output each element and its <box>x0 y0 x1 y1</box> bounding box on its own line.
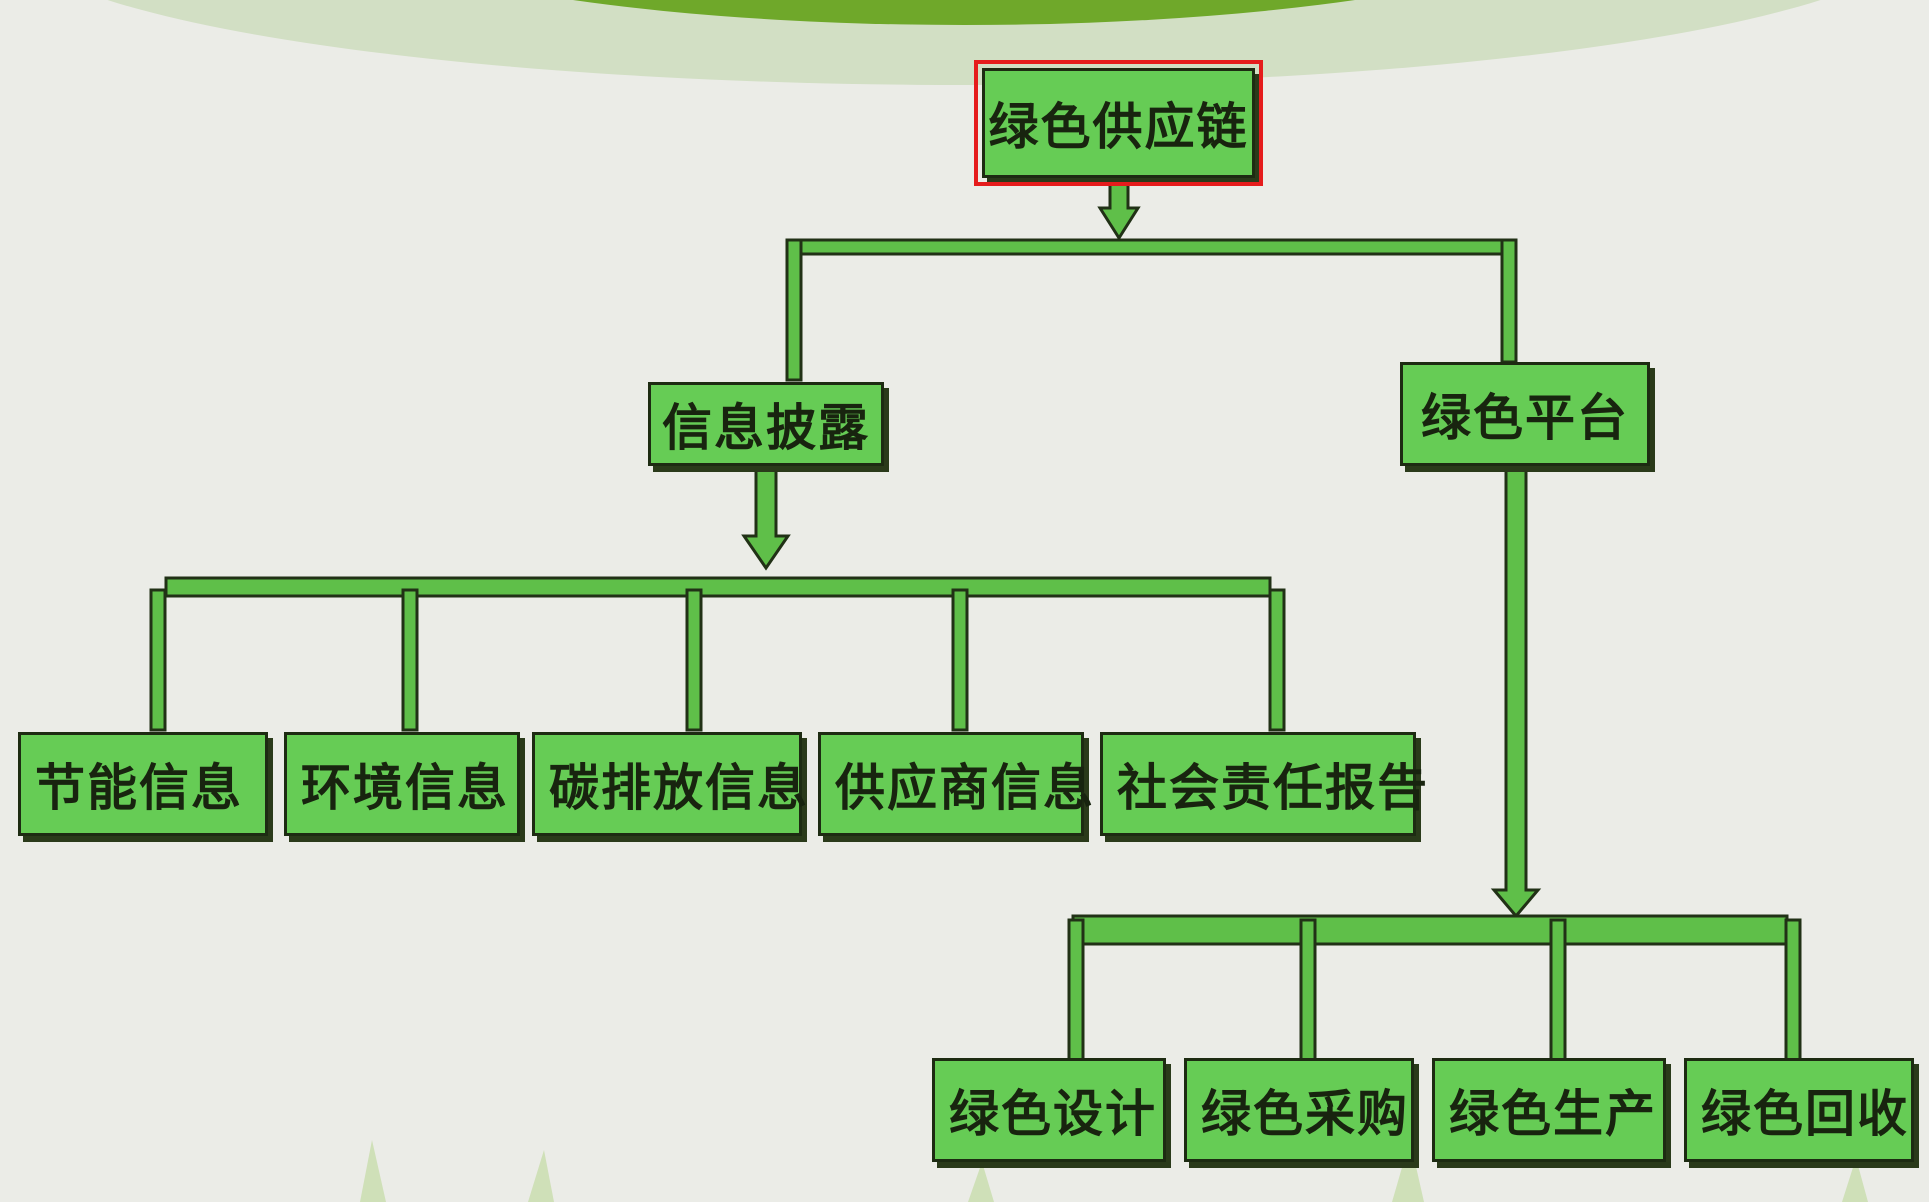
drop-leaf <box>1549 918 1567 1062</box>
root-down-arrow-icon <box>1097 178 1141 241</box>
banner-edge <box>573 0 1355 25</box>
drop-leaf <box>149 588 167 732</box>
node-energy-saving-info[interactable]: 节能信息 <box>18 732 268 836</box>
node-green-recycling[interactable]: 绿色回收 <box>1684 1058 1914 1162</box>
drop-leaf <box>951 588 969 732</box>
branch-2-bus <box>1071 914 1789 946</box>
grass-blade <box>1842 1158 1868 1202</box>
drop-leaf <box>1299 918 1317 1062</box>
node-carbon-emission-info[interactable]: 碳排放信息 <box>532 732 807 836</box>
node-csr-report[interactable]: 社会责任报告 <box>1100 732 1427 836</box>
node-green-platform[interactable]: 绿色平台 <box>1400 362 1650 466</box>
drop-leaf <box>401 588 419 732</box>
node-green-design[interactable]: 绿色设计 <box>932 1058 1166 1162</box>
root-bus <box>788 238 1518 256</box>
banner-halo <box>107 0 1821 85</box>
node-environment-info[interactable]: 环境信息 <box>284 732 520 836</box>
branch-2-down-arrow-icon <box>1490 464 1542 919</box>
drop-leaf <box>1268 588 1286 732</box>
drop-branch-1 <box>785 238 803 382</box>
grass-blade <box>968 1162 994 1202</box>
drop-leaf <box>1067 918 1085 1062</box>
grass-blade <box>528 1150 554 1202</box>
drop-leaf <box>1784 918 1802 1062</box>
grass-blade <box>360 1140 386 1202</box>
root-node[interactable]: 绿色供应链 <box>974 60 1263 186</box>
node-green-procurement[interactable]: 绿色采购 <box>1184 1058 1414 1162</box>
drop-leaf <box>685 588 703 732</box>
node-supplier-info[interactable]: 供应商信息 <box>818 732 1093 836</box>
branch-1-down-arrow-icon <box>741 466 791 571</box>
branch-1-bus <box>164 576 1272 598</box>
drop-branch-2 <box>1500 238 1518 364</box>
grass-blade <box>1392 1140 1424 1202</box>
node-info-disclosure[interactable]: 信息披露 <box>648 382 884 466</box>
node-green-production[interactable]: 绿色生产 <box>1432 1058 1666 1162</box>
